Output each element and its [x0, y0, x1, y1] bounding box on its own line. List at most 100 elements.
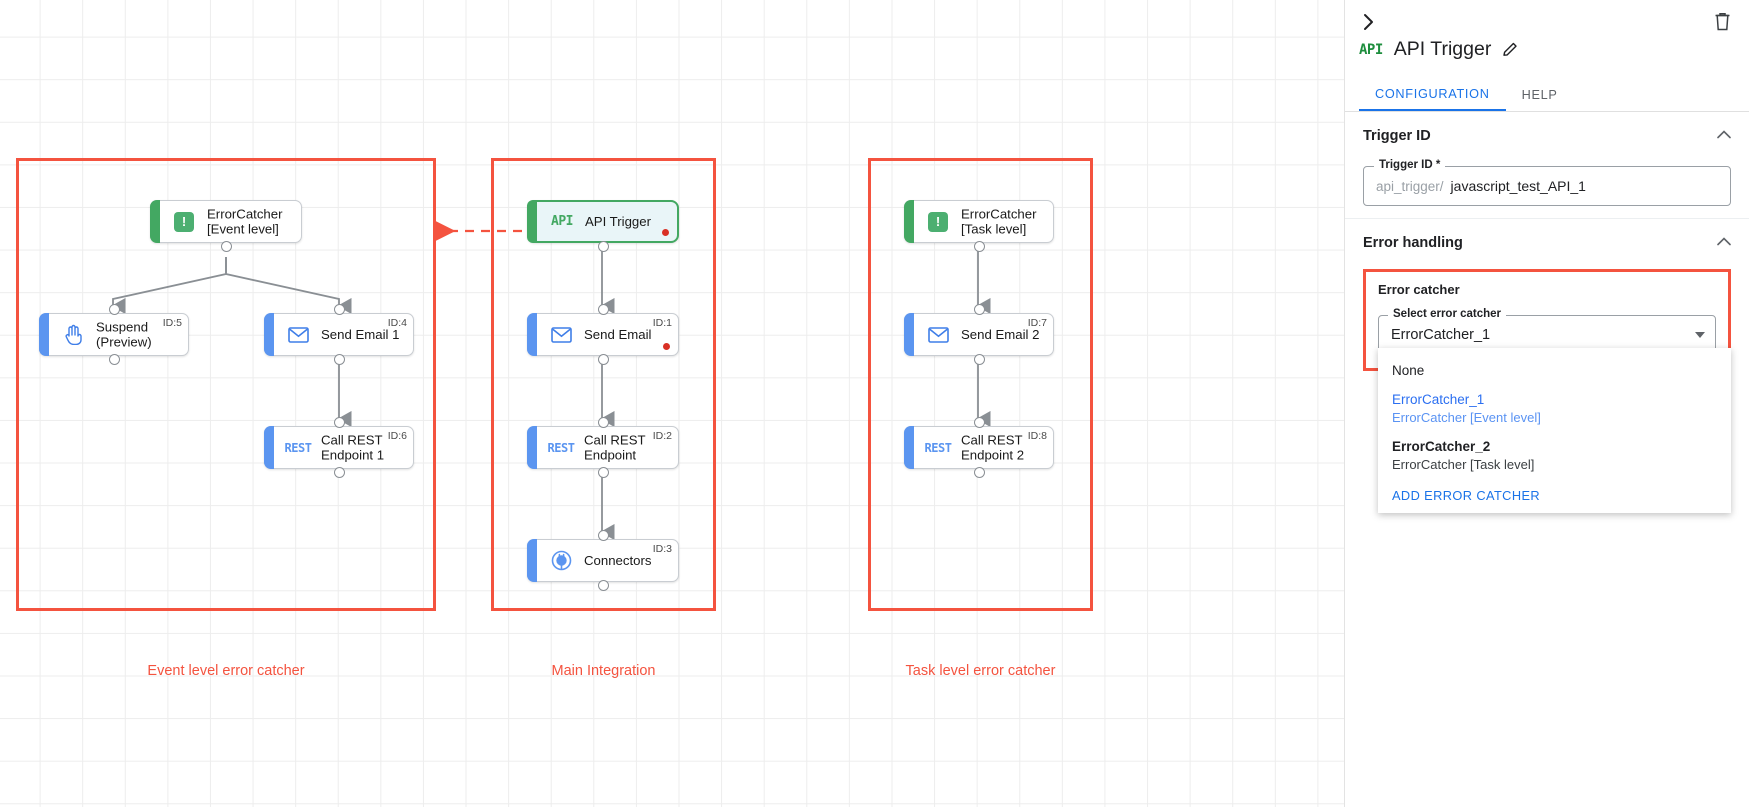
node-output-port[interactable] [973, 467, 985, 478]
node-label: Call REST Endpoint 2 [961, 431, 1025, 463]
node-id-tag: ID:7 [1027, 317, 1047, 329]
node-errorcatcher-event[interactable]: ! ErrorCatcher [Event level] [150, 200, 302, 243]
trigger-id-field[interactable]: Trigger ID * api_trigger/ javascript_tes… [1363, 159, 1731, 206]
node-input-port[interactable] [597, 530, 609, 541]
node-accent-bar [527, 539, 537, 582]
node-input-port[interactable] [108, 304, 120, 315]
trash-icon[interactable] [1709, 8, 1735, 34]
node-accent-bar [904, 200, 914, 243]
api-icon: API [551, 214, 573, 229]
error-handling-section-header[interactable]: Error handling [1363, 235, 1731, 251]
node-id-tag: ID:1 [652, 317, 672, 329]
node-suspend[interactable]: Suspend (Preview)ID:5 [39, 313, 189, 356]
node-accent-bar [264, 313, 274, 356]
envelope-icon [927, 324, 949, 346]
panel-header: API API Trigger [1345, 0, 1749, 78]
node-accent-bar [904, 426, 914, 469]
node-label: Connectors [584, 552, 652, 568]
group-label: Event level error catcher [147, 663, 305, 679]
group-box[interactable] [16, 158, 436, 611]
node-id-tag: ID:3 [652, 543, 672, 555]
node-label: Suspend (Preview) [96, 318, 152, 350]
node-input-port[interactable] [973, 304, 985, 315]
node-label: Send Email [584, 326, 652, 342]
node-errorcatcher-task[interactable]: !ErrorCatcher [Task level] [904, 200, 1054, 243]
dropdown-option-name: None [1392, 363, 1425, 378]
node-id-tag: ID:8 [1027, 430, 1047, 442]
dropdown-option-desc: ErrorCatcher [Task level] [1392, 457, 1535, 472]
node-output-port[interactable] [220, 241, 232, 252]
pencil-icon[interactable] [1502, 41, 1519, 58]
node-accent-bar [150, 200, 160, 243]
node-id-tag: ID:2 [652, 430, 672, 442]
trigger-id-value[interactable]: javascript_test_API_1 [1450, 178, 1586, 194]
tab-help[interactable]: HELP [1521, 87, 1558, 102]
group-label: Main Integration [551, 663, 656, 679]
node-output-port[interactable] [333, 354, 345, 365]
error-catcher-icon: ! [173, 211, 195, 233]
node-input-port[interactable] [333, 304, 345, 315]
node-label: ErrorCatcher [Event level] [207, 205, 283, 237]
properties-panel: API API Trigger CONFIGURATION HELP Trigg… [1344, 0, 1749, 807]
node-output-port[interactable] [597, 241, 609, 252]
group-box[interactable] [868, 158, 1093, 611]
group-box[interactable] [491, 158, 716, 611]
node-label: Send Email 1 [321, 326, 400, 342]
node-accent-bar [527, 426, 537, 469]
trigger-id-prefix: api_trigger/ [1376, 178, 1444, 194]
section-title: Trigger ID [1363, 128, 1431, 144]
trigger-id-field-label: Trigger ID * [1374, 159, 1446, 171]
connector-icon [550, 550, 572, 572]
page-title: API Trigger [1393, 38, 1492, 60]
node-input-port[interactable] [973, 417, 985, 428]
dropdown-option[interactable]: None [1378, 356, 1731, 385]
dropdown-option-name: ErrorCatcher_1 [1392, 392, 1485, 407]
node-input-port[interactable] [597, 417, 609, 428]
node-label: Call REST Endpoint [584, 431, 646, 463]
chevron-right-icon[interactable] [1355, 8, 1383, 36]
node-output-port[interactable] [597, 354, 609, 365]
error-catcher-box: Error catcher Select error catcher Error… [1363, 269, 1731, 513]
status-badge [663, 343, 670, 350]
error-catcher-title: Error catcher [1378, 282, 1460, 297]
node-accent-bar [39, 313, 49, 356]
chevron-up-icon[interactable] [1717, 237, 1731, 249]
node-output-port[interactable] [333, 467, 345, 478]
rest-icon: REST [284, 440, 312, 455]
node-input-port[interactable] [597, 304, 609, 315]
node-output-port[interactable] [973, 241, 985, 252]
chevron-down-icon[interactable] [1695, 331, 1705, 338]
hand-icon [62, 324, 84, 346]
add-error-catcher-button[interactable]: ADD ERROR CATCHER [1392, 488, 1541, 503]
error-handling-section: Error handling Error catcher Select erro… [1345, 219, 1749, 513]
node-input-port[interactable] [333, 417, 345, 428]
envelope-icon [550, 324, 572, 346]
status-badge [662, 229, 669, 236]
chevron-up-icon[interactable] [1717, 130, 1731, 142]
node-label: Send Email 2 [961, 326, 1040, 342]
dropdown-option-name: ErrorCatcher_2 [1392, 439, 1491, 454]
node-output-port[interactable] [108, 354, 120, 365]
node-output-port[interactable] [597, 467, 609, 478]
trigger-id-section: Trigger ID Trigger ID * api_trigger/ jav… [1345, 112, 1749, 219]
envelope-icon [287, 324, 309, 346]
tab-configuration[interactable]: CONFIGURATION [1359, 78, 1506, 111]
node-output-port[interactable] [597, 580, 609, 591]
node-label: Call REST Endpoint 1 [321, 431, 385, 463]
rest-icon: REST [924, 440, 952, 455]
trigger-id-section-header[interactable]: Trigger ID [1363, 128, 1731, 144]
panel-tabs: CONFIGURATION HELP [1345, 78, 1749, 112]
node-output-port[interactable] [973, 354, 985, 365]
flow-canvas[interactable]: Event level error catcher Main Integratio… [0, 0, 1344, 807]
